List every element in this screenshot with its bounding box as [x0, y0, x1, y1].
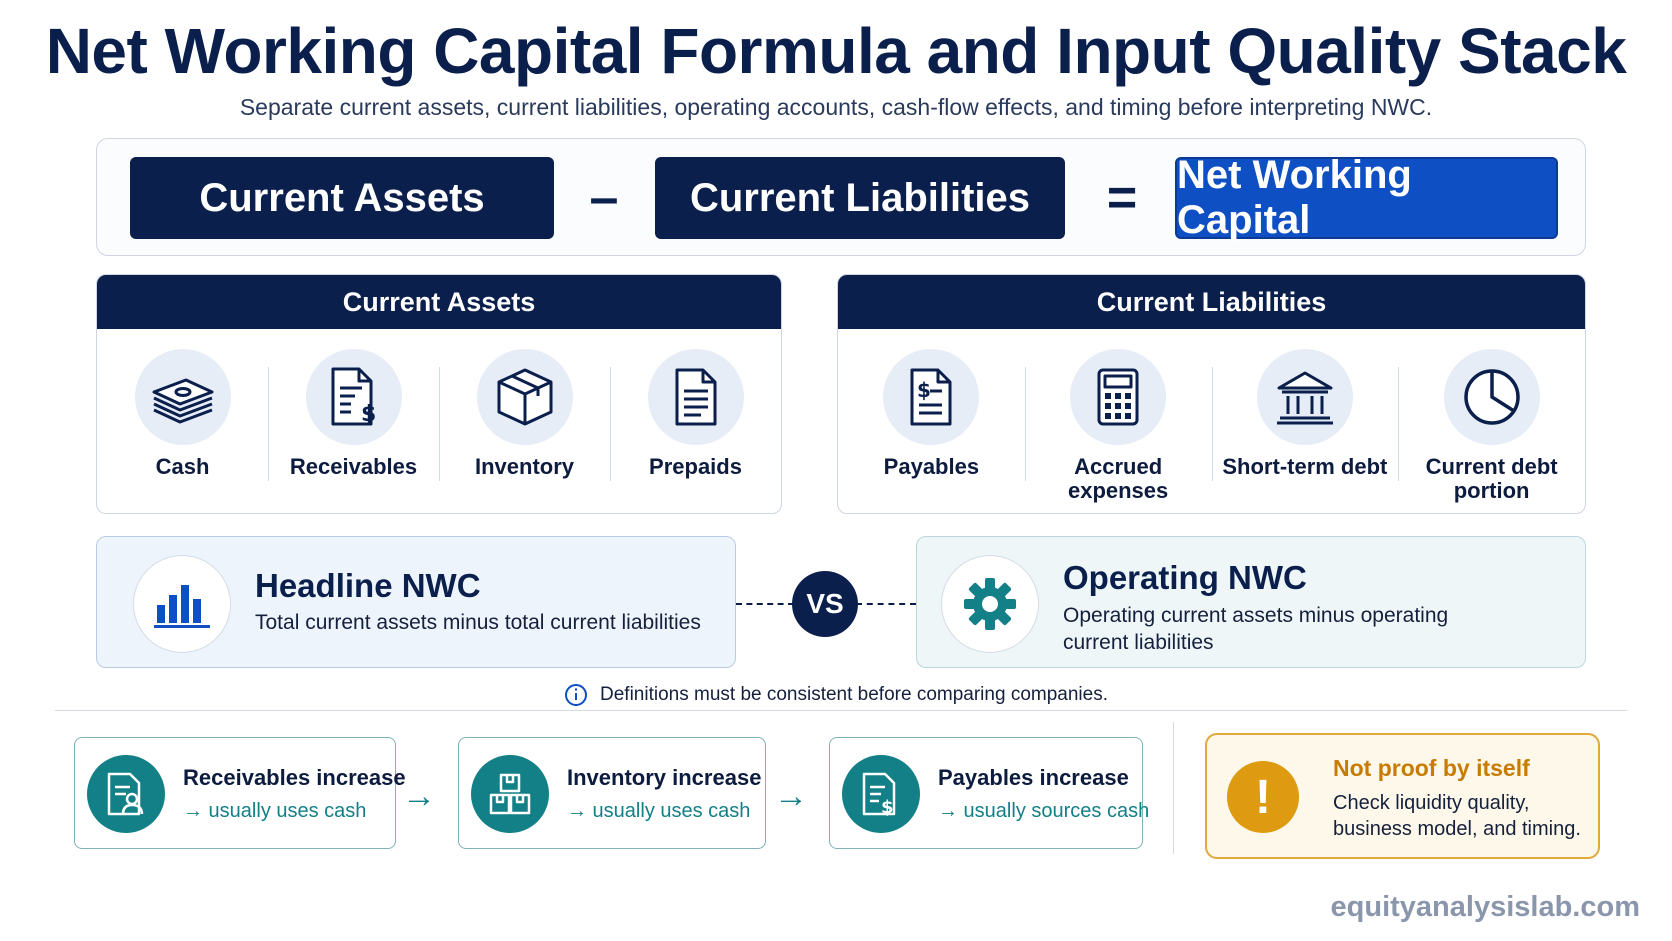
flow-subtitle: → usually uses cash: [183, 800, 367, 822]
bar-chart-icon: [133, 555, 231, 653]
warning-card: ! Not proof by itself Check liquidity qu…: [1205, 733, 1600, 859]
cash-stack-icon: [134, 349, 231, 445]
definition-note: Definitions must be consistent before co…: [0, 683, 1672, 707]
formula-current-liabilities: Current Liabilities: [655, 157, 1065, 239]
operating-nwc-title: Operating NWC: [1063, 559, 1307, 596]
current-assets-header: Current Assets: [97, 275, 781, 329]
document-icon: [647, 349, 744, 445]
vs-connector-right: [856, 603, 916, 605]
liability-item-payables: $ Payables: [838, 329, 1025, 513]
headline-nwc-card: Headline NWC Total current assets minus …: [96, 536, 736, 668]
invoice-dollar-icon: $: [305, 349, 402, 445]
item-label: Receivables: [289, 454, 418, 479]
formula-bar: Current Assets – Current Liabilities = N…: [96, 138, 1586, 256]
vertical-separator: [1173, 722, 1174, 854]
asset-item-inventory: Inventory: [439, 329, 610, 513]
boxes-icon: [471, 755, 549, 833]
bill-dollar-icon: $: [883, 349, 980, 445]
flow-title: Inventory increase: [567, 765, 762, 790]
headline-nwc-title: Headline NWC: [255, 567, 481, 604]
flow-card-payables: $ Payables increase → usually sources ca…: [829, 737, 1149, 849]
current-liabilities-panel: Current Liabilities $ Payables: [837, 274, 1586, 514]
flow-card-receivables: Receivables increase → usually uses cash: [74, 737, 406, 849]
exclamation-icon: !: [1227, 761, 1299, 833]
vs-badge: VS: [792, 571, 858, 637]
warning-desc: Check liquidity quality, business model,…: [1333, 792, 1581, 840]
flow-title: Receivables increase: [183, 765, 406, 790]
definition-note-text: Definitions must be consistent before co…: [600, 684, 1108, 705]
calculator-icon: [1070, 349, 1167, 445]
operating-nwc-desc: Operating current assets minus operating…: [1063, 604, 1449, 654]
item-label: Accrued expenses: [1067, 454, 1169, 503]
item-label: Inventory: [474, 454, 575, 479]
formula-net-working-capital: Net Working Capital: [1175, 153, 1558, 242]
pie-chart-icon: [1443, 349, 1540, 445]
site-watermark: equityanalysislab.com: [1330, 891, 1640, 923]
bank-icon: [1256, 349, 1353, 445]
flow-arrow-icon: →: [774, 777, 808, 815]
operating-nwc-card: Operating NWC Operating current assets m…: [916, 536, 1586, 668]
svg-text:$: $: [361, 402, 376, 427]
headline-nwc-desc: Total current assets minus total current…: [255, 611, 701, 634]
flow-card-inventory: Inventory increase → usually uses cash: [458, 737, 766, 849]
current-liabilities-header: Current Liabilities: [838, 275, 1585, 329]
asset-item-prepaids: Prepaids: [610, 329, 781, 513]
svg-text:$: $: [881, 797, 894, 817]
payables-doc-icon: $: [842, 755, 920, 833]
asset-item-cash: Cash: [97, 329, 268, 513]
vs-connector-left: [736, 603, 794, 605]
page-subtitle: Separate current assets, current liabili…: [239, 94, 1433, 120]
flow-title: Payables increase: [938, 765, 1129, 790]
info-icon: [565, 684, 587, 706]
section-divider: [55, 710, 1627, 711]
flow-subtitle: → usually uses cash: [567, 800, 751, 822]
liability-item-accrued-expenses: Accrued expenses: [1024, 329, 1212, 513]
receivables-doc-icon: [87, 755, 165, 833]
box-icon: [476, 349, 573, 445]
item-label: Payables: [883, 454, 980, 479]
minus-operator: –: [589, 169, 619, 227]
equals-operator: =: [1106, 169, 1138, 227]
current-assets-panel: Current Assets Cash $: [96, 274, 782, 514]
liability-item-short-term-debt: Short-term debt: [1211, 329, 1399, 513]
gear-icon: [941, 555, 1039, 653]
flow-subtitle: → usually sources cash: [938, 800, 1150, 822]
liability-item-current-debt-portion: Current debt portion: [1398, 329, 1585, 513]
formula-current-assets: Current Assets: [130, 157, 554, 239]
item-label: Current debt portion: [1425, 454, 1558, 503]
item-label: Short-term debt: [1222, 454, 1388, 479]
svg-text:$: $: [917, 378, 931, 402]
warning-title: Not proof by itself: [1333, 755, 1530, 781]
asset-item-receivables: $ Receivables: [268, 329, 439, 513]
flow-arrow-icon: →: [402, 777, 436, 815]
item-label: Cash: [155, 454, 210, 479]
page-title: Net Working Capital Formula and Input Qu…: [45, 15, 1627, 87]
item-label: Prepaids: [649, 454, 742, 479]
